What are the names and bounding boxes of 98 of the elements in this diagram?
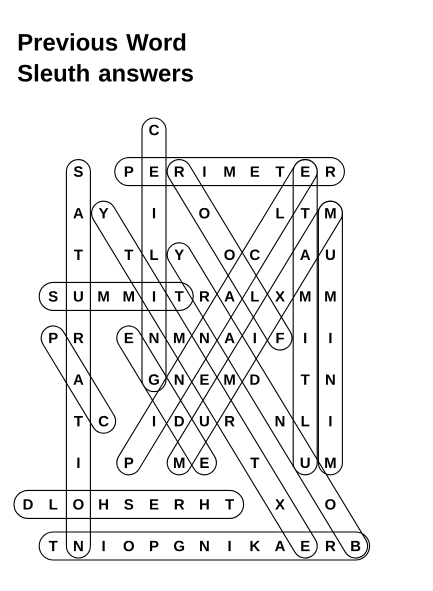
grid-letter: T — [74, 416, 83, 426]
grid-letter: T — [174, 291, 184, 302]
grid-letter: D — [250, 374, 260, 385]
grid-letter: E — [301, 166, 310, 177]
grid-letter: R — [74, 332, 84, 344]
grid-letter: D — [24, 499, 33, 510]
grid-letter: I — [102, 540, 105, 552]
grid-letter: I — [228, 540, 231, 552]
grid-letter: M — [325, 291, 336, 302]
grid-letter: I — [152, 291, 156, 302]
grid-letter: A — [274, 540, 285, 552]
grid-letter: Y — [98, 208, 108, 218]
grid-letter: U — [74, 291, 83, 302]
grid-letter: D — [174, 416, 184, 426]
grid-letter: E — [124, 332, 134, 344]
grid-letter: S — [74, 166, 83, 177]
grid-letter: M — [325, 208, 336, 218]
grid-letter: E — [150, 499, 158, 510]
grid-letter: N — [276, 416, 284, 426]
grid-letter: U — [326, 250, 335, 260]
grid-letter: T — [300, 374, 310, 385]
grid-letter: P — [124, 166, 134, 177]
grid-letter: O — [124, 540, 134, 552]
grid-letter: S — [124, 499, 134, 510]
grid-letter: M — [325, 458, 336, 468]
grid-letter: T — [250, 458, 260, 468]
grid-letter: T — [124, 250, 134, 260]
grid-letter: L — [251, 291, 259, 302]
grid-letter: E — [150, 166, 158, 177]
grid-letter: N — [74, 540, 83, 552]
grid-letter: M — [98, 291, 109, 302]
grid-letter: T — [225, 499, 234, 510]
grid-letter: I — [329, 416, 332, 426]
grid-letter: A — [73, 374, 84, 385]
grid-letter: M — [174, 332, 184, 344]
grid-letter: N — [200, 540, 209, 552]
grid-letter: R — [326, 540, 336, 552]
grid-letter: K — [250, 540, 260, 552]
grid-letter: I — [77, 458, 80, 468]
grid-letter: R — [225, 416, 235, 426]
grid-letter: I — [152, 416, 156, 426]
grid-letter: C — [98, 416, 109, 426]
grid-letter: A — [224, 332, 235, 344]
grid-letter: L — [276, 208, 284, 218]
grid-letter: O — [199, 208, 210, 218]
grid-letter: M — [124, 291, 134, 302]
grid-letter: U — [200, 416, 209, 426]
grid-letter: C — [149, 124, 159, 136]
grid-letter: N — [150, 332, 158, 344]
grid-letter: R — [174, 499, 184, 510]
grid-letter: E — [250, 166, 260, 177]
grid-letter: I — [203, 166, 206, 177]
grid-letter: A — [300, 250, 310, 260]
grid-letter: F — [276, 332, 284, 344]
grid-letter: E — [200, 458, 209, 468]
grid-letter: L — [302, 416, 310, 426]
grid-letter: X — [275, 499, 285, 510]
grid-letter: C — [250, 250, 260, 260]
grid-letter: I — [254, 332, 256, 344]
grid-letter: M — [224, 374, 235, 385]
grid-letter: N — [174, 374, 184, 385]
grid-letter: T — [300, 208, 310, 218]
grid-letter: P — [150, 540, 158, 552]
grid-letter: O — [73, 499, 84, 510]
grid-letter: E — [200, 374, 209, 385]
grid-letter: N — [200, 332, 209, 344]
grid-letter: L — [150, 250, 158, 260]
grid-letter: H — [99, 499, 108, 510]
grid-letter: M — [224, 166, 235, 177]
grid-letter: E — [301, 540, 310, 552]
grid-letter: R — [326, 166, 336, 177]
grid-letter: I — [329, 332, 332, 344]
grid-letter: T — [48, 540, 58, 552]
grid-letter: M — [300, 291, 310, 302]
grid-letter: U — [300, 458, 310, 468]
grid-letter: Y — [174, 250, 184, 260]
grid-letter: M — [174, 458, 184, 468]
grid-letter: X — [275, 291, 285, 302]
grid-letter: G — [174, 540, 184, 552]
grid-letter: H — [200, 499, 209, 510]
grid-letter: S — [48, 291, 58, 302]
grid-letter: N — [326, 374, 335, 385]
grid-letter: R — [174, 166, 184, 177]
grid-letter: I — [152, 208, 156, 218]
grid-letter: B — [351, 540, 360, 552]
grid-letter: T — [74, 250, 83, 260]
grid-letter: T — [276, 166, 284, 177]
grid-letter: I — [304, 332, 306, 344]
grid-letter: P — [49, 332, 58, 344]
grid-letter: P — [124, 458, 134, 468]
grid-letter: L — [50, 499, 58, 510]
grid-letter: A — [224, 291, 235, 302]
title: Previous Word Sleuth answers — [18, 33, 193, 82]
grid-letter: A — [73, 208, 84, 218]
grid-letter: O — [325, 499, 336, 510]
grid-letter: O — [224, 250, 235, 260]
grid-letter: G — [148, 374, 159, 385]
grid-letter: R — [200, 291, 210, 302]
